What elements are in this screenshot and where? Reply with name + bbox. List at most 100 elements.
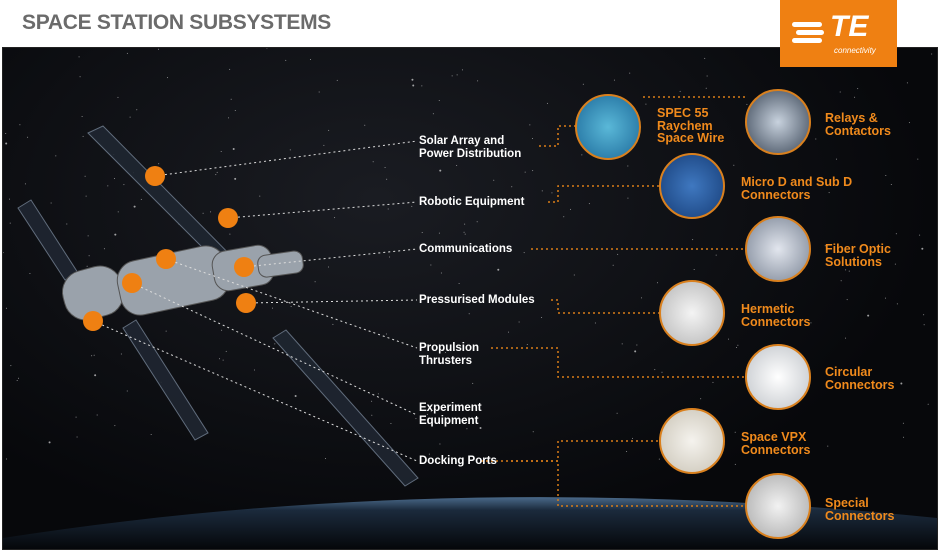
star: [114, 425, 116, 427]
star: [18, 377, 20, 379]
star: [24, 183, 26, 185]
star: [5, 133, 7, 135]
star: [895, 233, 897, 235]
star: [617, 253, 619, 255]
star: [613, 79, 615, 81]
star: [882, 384, 884, 386]
logo-text: TE: [830, 10, 869, 43]
star: [532, 137, 534, 139]
star: [438, 232, 440, 234]
star: [272, 307, 274, 309]
star: [472, 382, 474, 384]
star: [783, 448, 785, 450]
star: [120, 353, 122, 355]
star: [114, 233, 117, 236]
star: [743, 190, 745, 192]
star: [546, 102, 548, 104]
product-image-relays: [745, 89, 811, 155]
star: [75, 416, 77, 418]
star: [386, 178, 388, 180]
star: [931, 53, 933, 55]
star: [389, 256, 391, 258]
star: [493, 179, 495, 181]
star: [50, 202, 52, 204]
product-image-special: [745, 473, 811, 539]
star: [709, 135, 711, 137]
subsystem-solar-array: Solar Array and Power Distribution: [419, 135, 522, 160]
star: [439, 443, 441, 445]
marker-solar-array: [145, 166, 165, 186]
star: [91, 355, 93, 357]
star: [700, 376, 702, 378]
star: [706, 75, 708, 77]
star: [627, 165, 629, 167]
star: [117, 211, 119, 213]
star: [456, 164, 458, 166]
star: [29, 272, 31, 274]
star: [158, 163, 160, 165]
subsystem-robotic: Robotic Equipment: [419, 196, 525, 208]
star: [332, 323, 334, 325]
star: [234, 177, 237, 180]
product-image-circular: [745, 344, 811, 410]
star: [734, 431, 736, 433]
star: [594, 322, 596, 324]
star: [616, 412, 618, 414]
star: [232, 148, 235, 151]
star: [845, 269, 847, 271]
star: [411, 205, 413, 207]
star: [79, 76, 81, 78]
star: [532, 170, 534, 172]
star: [712, 381, 714, 383]
star: [923, 314, 925, 316]
star: [634, 350, 637, 353]
marker-experiment: [122, 273, 142, 293]
page-title: SPACE STATION SUBSYSTEMS: [22, 11, 331, 34]
star: [906, 82, 908, 84]
star: [432, 113, 434, 115]
star: [9, 198, 11, 200]
star: [202, 212, 204, 214]
star: [3, 252, 4, 254]
star: [387, 208, 389, 210]
star: [629, 72, 631, 74]
star: [325, 457, 327, 459]
star: [827, 445, 829, 447]
star: [215, 174, 217, 176]
star: [229, 68, 231, 70]
product-circular: Circular Connectors: [825, 365, 895, 392]
star: [824, 245, 826, 247]
star: [314, 281, 316, 283]
star: [150, 434, 152, 436]
star: [733, 164, 735, 166]
star: [894, 263, 896, 265]
star: [477, 80, 479, 82]
star: [266, 48, 268, 49]
star: [919, 234, 921, 236]
star: [464, 223, 466, 225]
star: [229, 233, 231, 235]
star: [372, 161, 374, 163]
star: [497, 268, 500, 271]
product-fiber-optic: Fiber Optic Solutions: [825, 242, 891, 269]
star: [654, 369, 656, 371]
product-image-micro-d: [659, 153, 725, 219]
product-special: Special Connectors: [825, 496, 895, 523]
star: [641, 297, 643, 299]
star: [737, 344, 739, 346]
star: [840, 280, 842, 282]
star: [216, 171, 218, 173]
logo-subtext: connectivity: [834, 46, 876, 55]
star: [903, 436, 905, 438]
star: [810, 322, 812, 324]
product-image-space-vpx: [659, 408, 725, 474]
star: [371, 414, 373, 416]
star: [126, 52, 128, 54]
star: [858, 117, 860, 119]
marker-communications: [234, 257, 254, 277]
star: [220, 150, 222, 152]
star: [318, 91, 320, 93]
star: [563, 216, 565, 218]
product-image-fiber-optic: [745, 216, 811, 282]
star: [464, 233, 466, 235]
